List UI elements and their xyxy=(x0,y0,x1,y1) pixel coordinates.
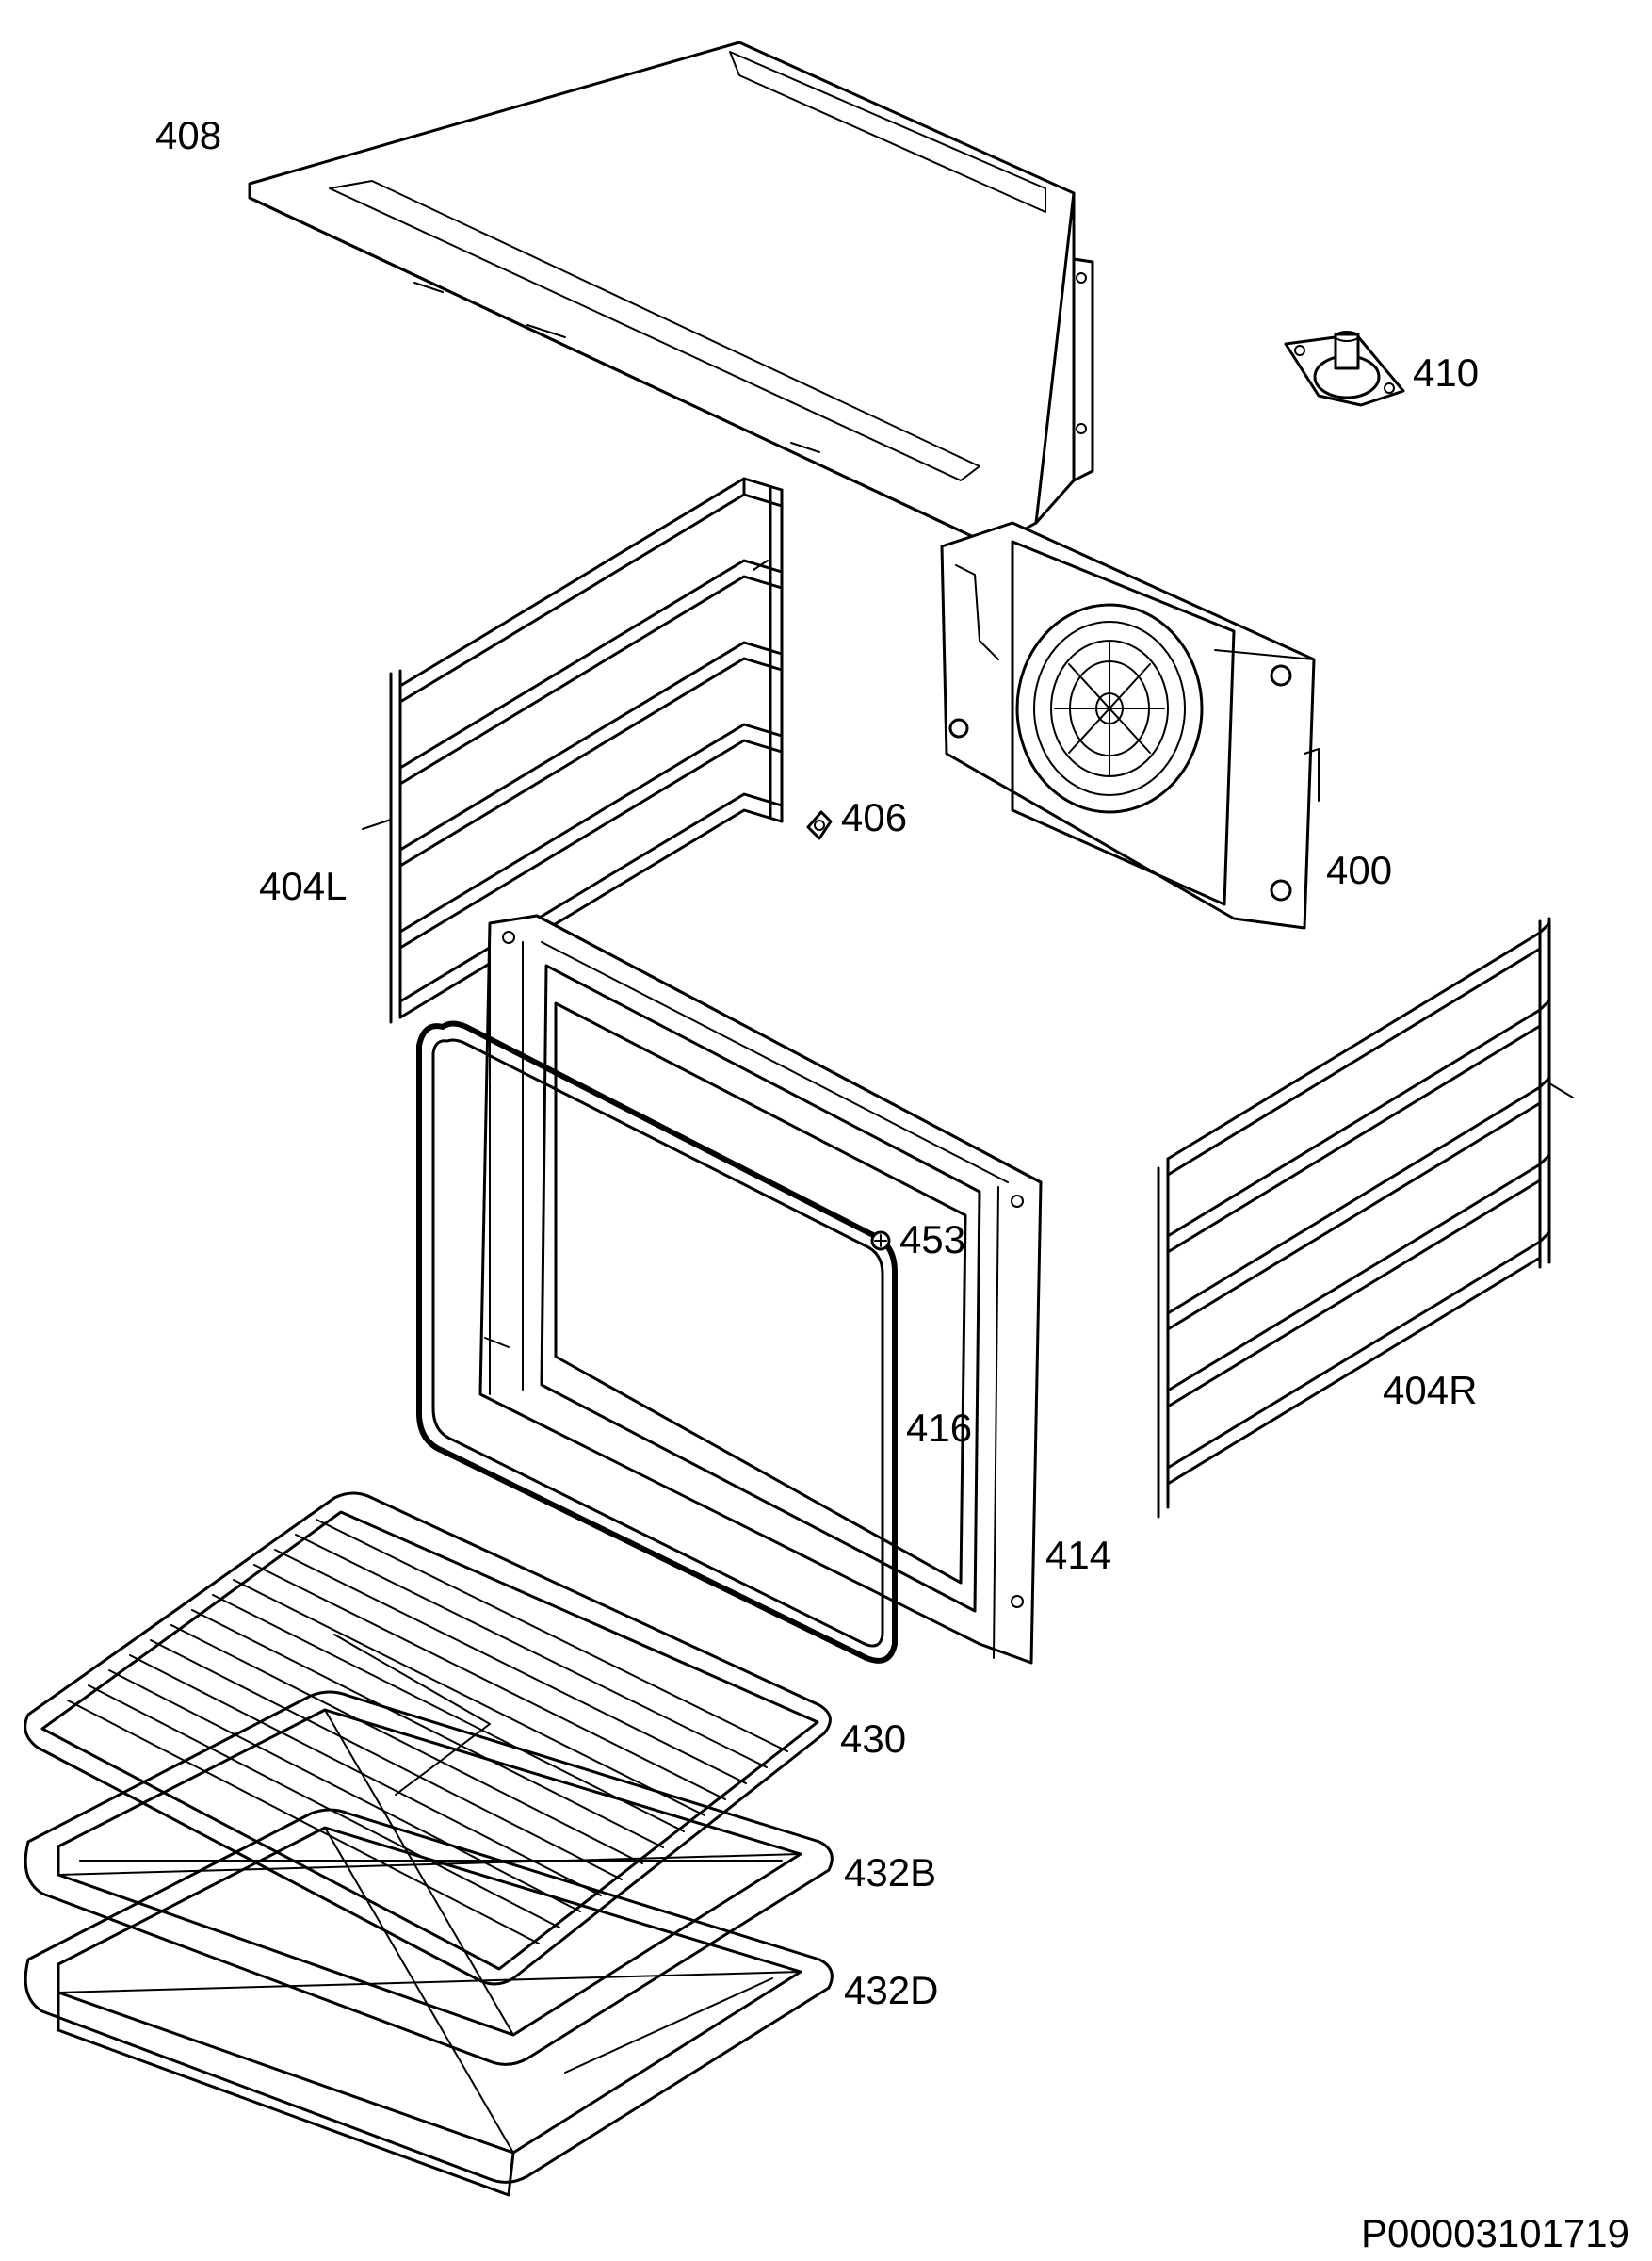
label-414: 414 xyxy=(1045,1533,1111,1577)
part-408-top-plate xyxy=(248,41,1094,548)
part-432D-deep-tray xyxy=(24,1808,834,2197)
label-453: 453 xyxy=(899,1217,965,1261)
label-430: 430 xyxy=(840,1716,906,1761)
label-404R: 404R xyxy=(1383,1368,1477,1412)
part-404L-left-shelf-rail xyxy=(362,477,784,1024)
label-406: 406 xyxy=(841,795,907,839)
label-432D: 432D xyxy=(844,1968,938,2012)
label-432B: 432B xyxy=(844,1850,936,1895)
part-453-screw xyxy=(870,1230,891,1251)
part-406-clip xyxy=(806,810,833,840)
label-404L: 404L xyxy=(259,864,347,908)
part-410-motor-bracket xyxy=(1284,331,1405,407)
label-400: 400 xyxy=(1326,848,1392,892)
part-432B-baking-tray xyxy=(24,1690,834,2066)
label-408: 408 xyxy=(155,113,221,157)
label-416: 416 xyxy=(906,1406,972,1450)
part-400-back-panel xyxy=(940,521,1320,930)
part-404R-right-shelf-rail xyxy=(1157,917,1574,1519)
diagram-code: P00003101719 xyxy=(1361,2211,1629,2255)
label-410: 410 xyxy=(1413,350,1479,395)
part-416-door-seal xyxy=(416,1020,898,1664)
part-414-front-frame xyxy=(478,914,1043,1665)
part-430-wire-shelf xyxy=(24,1491,832,1986)
